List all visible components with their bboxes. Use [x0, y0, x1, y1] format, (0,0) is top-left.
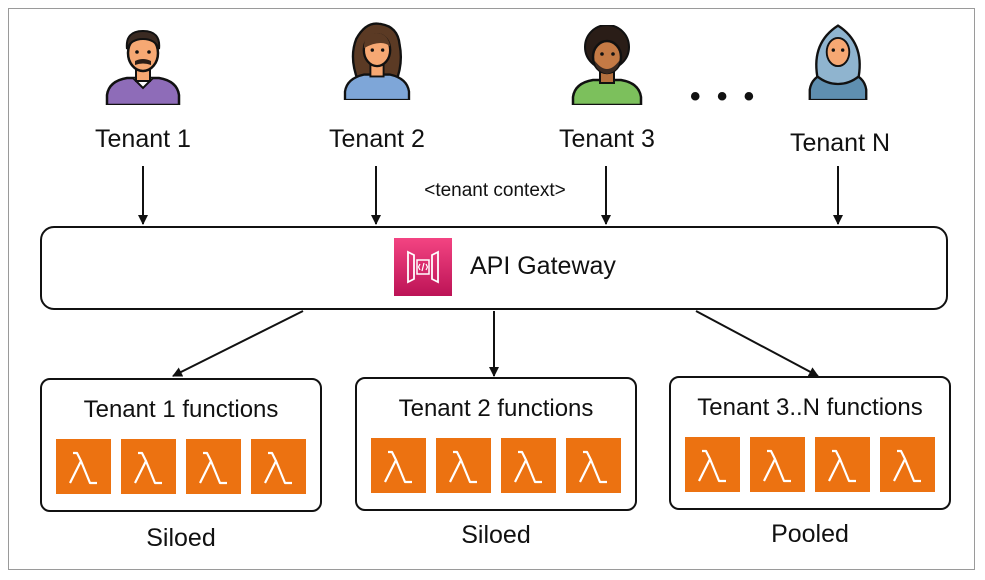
lambda-icon: [56, 439, 111, 494]
group-3-lambdas: [685, 437, 935, 492]
group-2-lambdas: [371, 438, 621, 493]
lambda-icon: [371, 438, 426, 493]
group-1-mode-label: Siloed: [146, 524, 216, 552]
api-gateway-box: API Gateway: [40, 226, 948, 310]
lambda-icon: [501, 438, 556, 493]
man-curly-hair-avatar-icon: [571, 25, 643, 105]
tenant-1-label: Tenant 1: [95, 125, 191, 153]
group-3-title: Tenant 3..N functions: [697, 394, 923, 421]
lambda-icon: [251, 439, 306, 494]
group-2-title: Tenant 2 functions: [398, 395, 594, 422]
tenant-3-n-functions-box: Tenant 3..N functions: [669, 376, 951, 510]
woman-hijab-avatar-icon: [808, 24, 868, 100]
arrow-gateway-to-group-3: [695, 310, 819, 377]
api-gateway-label: API Gateway: [470, 252, 616, 280]
group-3-mode-label: Pooled: [771, 520, 849, 548]
tenant-2-label: Tenant 2: [329, 125, 425, 153]
lambda-icon: [815, 437, 870, 492]
lambda-icon: [685, 437, 740, 492]
man-with-mustache-avatar-icon: [105, 29, 181, 105]
group-1-lambdas: [56, 439, 306, 494]
lambda-icon: [186, 439, 241, 494]
lambda-icon: [880, 437, 935, 492]
group-2-mode-label: Siloed: [461, 521, 531, 549]
tenant-context-label: <tenant context>: [424, 180, 566, 201]
ellipsis: • • •: [690, 80, 759, 113]
woman-long-hair-avatar-icon: [343, 22, 411, 100]
tenant-2-functions-box: Tenant 2 functions: [355, 377, 637, 511]
lambda-icon: [436, 438, 491, 493]
tenant-3-label: Tenant 3: [559, 125, 655, 153]
group-1-title: Tenant 1 functions: [83, 396, 279, 423]
lambda-icon: [750, 437, 805, 492]
tenant-n-label: Tenant N: [789, 129, 891, 157]
lambda-icon: [121, 439, 176, 494]
tenant-1-functions-box: Tenant 1 functions: [40, 378, 322, 512]
diagram-frame: [8, 8, 975, 570]
arrow-gateway-to-group-1: [172, 310, 304, 377]
lambda-icon: [566, 438, 621, 493]
api-gateway-icon: [394, 238, 452, 296]
